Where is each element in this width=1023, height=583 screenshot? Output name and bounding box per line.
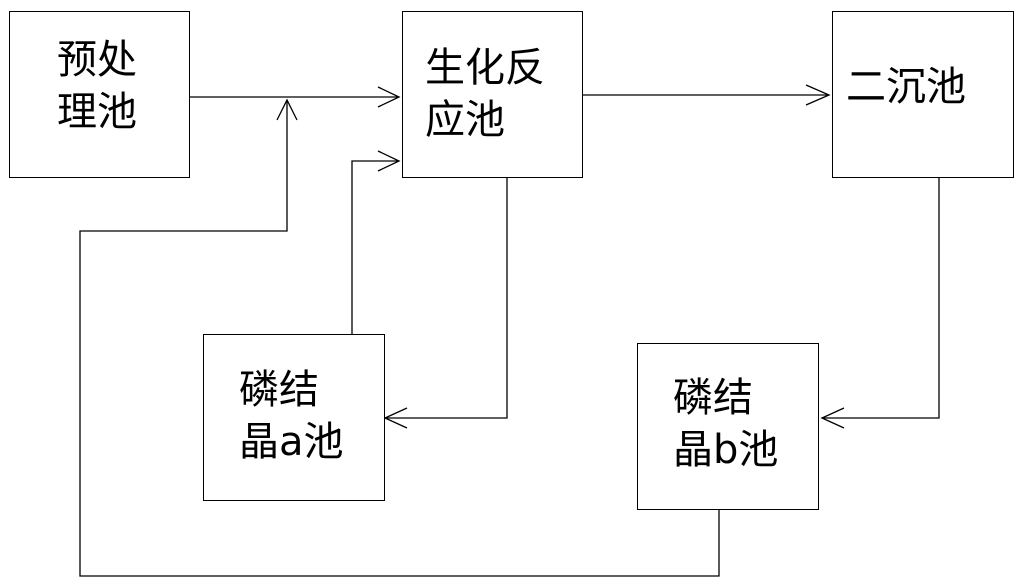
phosphorus-crystallization-b-label: 磷结 晶b池 [673, 372, 778, 476]
biochemical-reactor-label: 生化反 应池 [425, 42, 545, 146]
arrowhead-right [805, 84, 831, 106]
phosphorus-a-label-line1: 磷结 [239, 367, 319, 413]
secondary-clarifier-label: 二沉池 [846, 61, 966, 113]
secondary-clarifier-label-line1: 二沉池 [846, 64, 966, 110]
pretreatment-tank-box [9, 11, 190, 178]
arrowhead-left [820, 407, 845, 429]
connector-pretreatment-to-bioreactor [173, 86, 401, 108]
secondary-clarifier-box [832, 11, 1014, 178]
connector-bioreactor-to-phosphorus-a [383, 178, 508, 429]
phosphorus-crystallization-a-label: 磷结 晶a池 [239, 364, 344, 468]
bioreactor-label-line1: 生化反 [425, 45, 545, 91]
arrowhead-right [377, 86, 401, 108]
phosphorus-b-label-line1: 磷结 [673, 375, 753, 421]
phosphorus-a-label-line2: 晶a池 [239, 419, 344, 465]
phosphorus-crystallization-b-box [637, 343, 819, 510]
biochemical-reactor-box [402, 11, 583, 178]
bioreactor-label-line2: 应池 [425, 97, 505, 143]
pretreatment-label-line2: 理池 [57, 89, 137, 135]
connector-bioreactor-to-clarifier [578, 84, 831, 106]
connector-clarifier-to-phosphorus-b [820, 178, 940, 429]
connector-phosphorus-a-to-bioreactor [351, 150, 401, 334]
arrowhead-left [383, 407, 408, 429]
phosphorus-crystallization-a-box [203, 334, 385, 501]
arrowhead-up [276, 98, 298, 121]
phosphorus-b-label-line2: 晶b池 [673, 427, 779, 473]
pretreatment-label-line1: 预处 [57, 37, 137, 83]
connector-phosphorus-b-return-line [79, 98, 720, 577]
pretreatment-tank-label: 预处 理池 [57, 34, 137, 138]
arrowhead-right [377, 150, 401, 172]
